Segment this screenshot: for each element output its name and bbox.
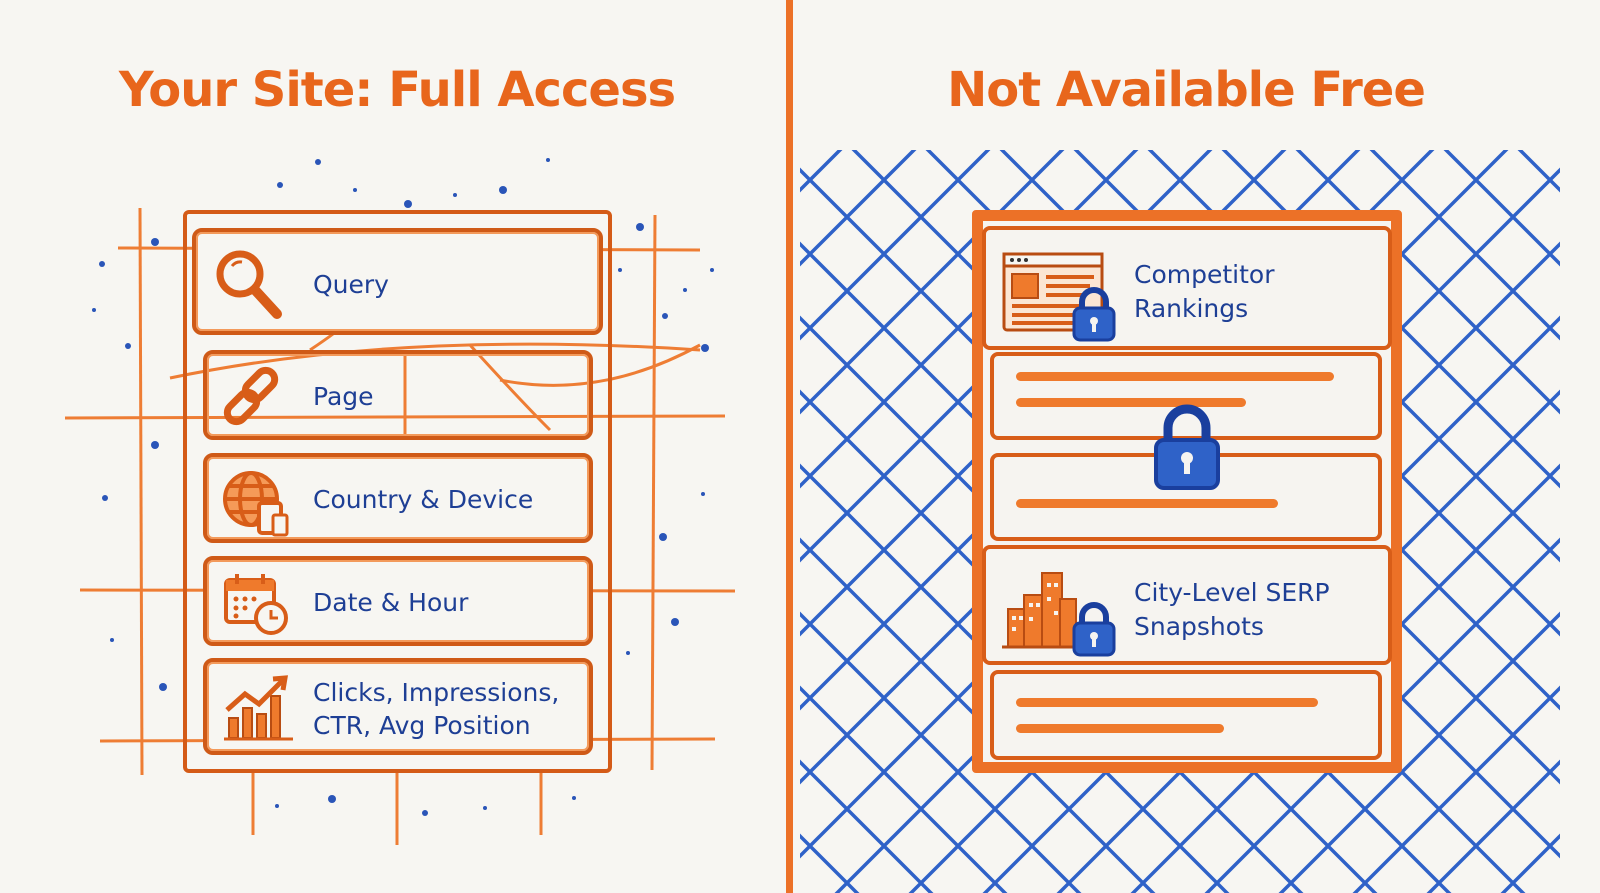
placeholder-bar (1016, 724, 1224, 733)
placeholder-bar (1016, 372, 1334, 381)
item-label: Query (313, 270, 389, 299)
divider (786, 0, 793, 893)
left-title: Your Site: Full Access (118, 62, 676, 118)
list-item-city-serp: City-Level SERP Snapshots (982, 545, 1392, 665)
right-title: Not Available Free (947, 62, 1426, 118)
item-label-line1: City-Level SERP (1134, 578, 1330, 607)
placeholder-row (990, 352, 1382, 440)
placeholder-bar (1016, 398, 1246, 407)
list-item-page: Page (203, 350, 593, 440)
large-lock-icon (1154, 404, 1220, 490)
chart-growth-icon (224, 675, 293, 741)
placeholder-bar (1016, 698, 1318, 707)
list-item-date-hour: Date & Hour (203, 556, 593, 646)
item-label: Date & Hour (313, 588, 469, 617)
access-panel (183, 210, 612, 773)
item-label-line1: Competitor (1134, 260, 1275, 289)
calendar-clock-icon (224, 574, 288, 635)
globe-device-icon (223, 471, 289, 537)
item-label-line2: CTR, Avg Position (313, 711, 531, 740)
placeholder-row (990, 670, 1382, 760)
magnifier-icon (216, 250, 282, 319)
placeholder-bar (1016, 499, 1278, 508)
scatter-dots (92, 158, 714, 816)
city-lock-icon (1002, 572, 1116, 657)
link-icon (223, 366, 279, 426)
list-item-competitor-rankings: Competitor Rankings (982, 226, 1392, 350)
browser-lock-icon (1002, 252, 1116, 342)
item-label-line1: Clicks, Impressions, (313, 678, 560, 707)
item-label: Country & Device (313, 485, 534, 514)
item-label-line2: Rankings (1134, 294, 1249, 323)
list-item-country-device: Country & Device (203, 453, 593, 543)
item-label: Page (313, 382, 374, 411)
list-item-metrics: Clicks, Impressions, CTR, Avg Position (203, 658, 593, 755)
list-item-query: Query (192, 228, 603, 335)
item-label-line2: Snapshots (1134, 612, 1264, 641)
